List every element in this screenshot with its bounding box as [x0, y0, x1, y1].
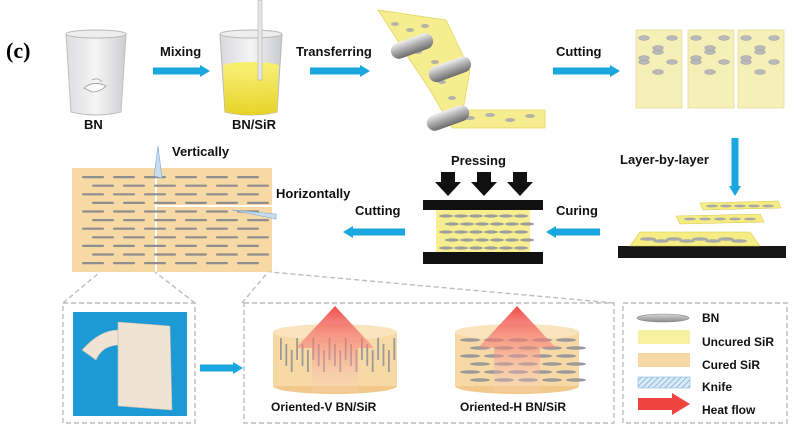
vertically-label: Vertically: [172, 144, 230, 159]
samples-panel: [243, 302, 615, 424]
heat-flow-arrow-icon: [638, 393, 690, 415]
oriented-v-caption: Oriented-V BN/SiR: [271, 400, 377, 414]
transferring-label: Transferring: [296, 44, 372, 59]
panel-label: (c): [6, 38, 31, 63]
mixing-label: Mixing: [160, 44, 202, 59]
uncured-sir-swatch: [638, 330, 690, 344]
press-icon: [423, 172, 543, 264]
process-arrow: [546, 226, 600, 238]
process-arrows: [153, 65, 741, 374]
oriented-h-caption: Oriented-H BN/SiR: [460, 400, 567, 414]
legend-knife: Knife: [702, 380, 732, 394]
oriented-h-sample-icon: [455, 306, 586, 394]
bn-flake-icon: [636, 313, 690, 323]
process-arrow: [153, 65, 210, 77]
bn-label: BN: [84, 117, 103, 132]
zoom-line-left2: [154, 271, 196, 304]
cured-sir-swatch: [638, 353, 690, 367]
zoom-line-right: [241, 271, 269, 304]
layer-by-layer-label: Layer-by-layer: [620, 152, 709, 167]
cut-sheets-icon: [635, 29, 785, 109]
curing-label: Curing: [556, 203, 598, 218]
oriented-v-sample-icon: [273, 306, 397, 394]
process-arrow: [310, 65, 370, 77]
cured-block-icon: [72, 145, 277, 272]
roller-transfer-icon: [377, 9, 546, 131]
legend-bn: BN: [702, 311, 720, 325]
knife-icon: [637, 376, 691, 389]
cutting-top-label: Cutting: [556, 44, 602, 59]
mixed-beaker-icon: [219, 0, 283, 116]
cutting-mid-label: Cutting: [355, 203, 401, 218]
legend-heat: Heat flow: [702, 403, 756, 417]
legend-cured: Cured SiR: [702, 358, 761, 372]
process-arrow: [553, 65, 620, 77]
horizontally-label: Horizontally: [276, 186, 351, 201]
bn-sir-label: BN/SiR: [232, 117, 277, 132]
photo-panel: [62, 302, 196, 424]
legend-uncured: Uncured SiR: [702, 335, 775, 349]
process-arrow: [729, 138, 741, 196]
legend-panel: [622, 302, 788, 424]
pressing-label: Pressing: [451, 153, 506, 168]
layer-stack-icon: [618, 200, 786, 258]
zoom-line-right2: [269, 271, 615, 304]
empty-beaker-icon: [65, 29, 127, 116]
process-arrow: [200, 362, 243, 374]
zoom-line-left: [62, 271, 101, 304]
process-arrow: [343, 226, 405, 238]
